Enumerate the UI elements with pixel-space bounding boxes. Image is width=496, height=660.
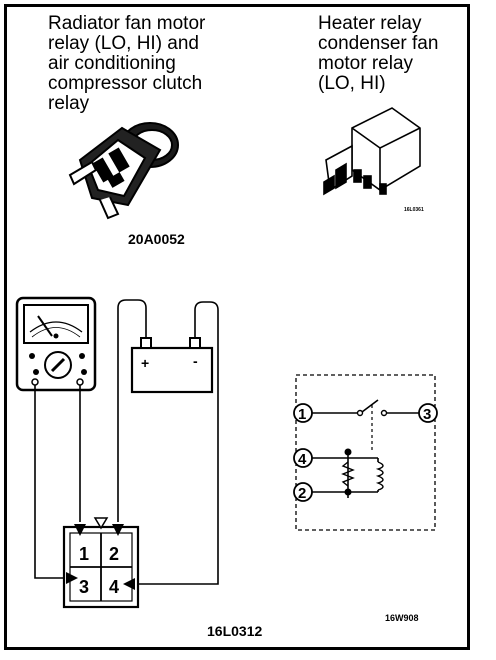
caption-left: Radiator fan motor relay (LO, HI) and ai…	[48, 14, 205, 114]
terminal-4-label: 4	[109, 577, 119, 597]
connector-key-mark	[93, 517, 109, 530]
schematic-terminal-2: 2	[298, 485, 306, 502]
battery-plus-label: +	[141, 355, 149, 371]
relay-right-illustration	[323, 107, 421, 196]
caption-left-line: relay	[48, 93, 90, 114]
caption-right-line: motor relay	[318, 53, 414, 74]
caption-right: Heater relay condenser fan motor relay (…	[318, 14, 438, 94]
terminal-2-label: 2	[109, 544, 119, 564]
caption-left-line: relay (LO, HI) and	[48, 33, 199, 54]
multimeter	[15, 296, 97, 392]
code-schematic: 16W908	[385, 613, 419, 623]
caption-left-line: compressor clutch	[48, 73, 203, 94]
code-test-setup: 16L0312	[207, 623, 263, 639]
code-relay-left: 20A0052	[128, 231, 185, 247]
caption-right-line: Heater relay	[318, 13, 422, 34]
relay-left-illustration	[68, 122, 179, 220]
terminal-1-label: 1	[79, 544, 89, 564]
test-wiring	[34, 299, 219, 585]
terminal-3-label: 3	[79, 577, 89, 597]
caption-right-line: condenser fan	[318, 33, 439, 54]
caption-left-line: Radiator fan motor	[48, 13, 206, 34]
schematic-terminal-3: 3	[423, 406, 431, 423]
battery: + -	[130, 337, 214, 394]
relay-schematic	[293, 374, 438, 531]
schematic-terminal-4: 4	[298, 451, 307, 468]
code-relay-right: 16L0361	[404, 207, 424, 213]
connector: 1 2 3 4	[62, 517, 140, 609]
battery-minus-label: -	[193, 353, 198, 369]
schematic-terminal-1: 1	[298, 406, 306, 423]
caption-right-line: (LO, HI)	[318, 73, 386, 94]
caption-left-line: air conditioning	[48, 53, 176, 74]
